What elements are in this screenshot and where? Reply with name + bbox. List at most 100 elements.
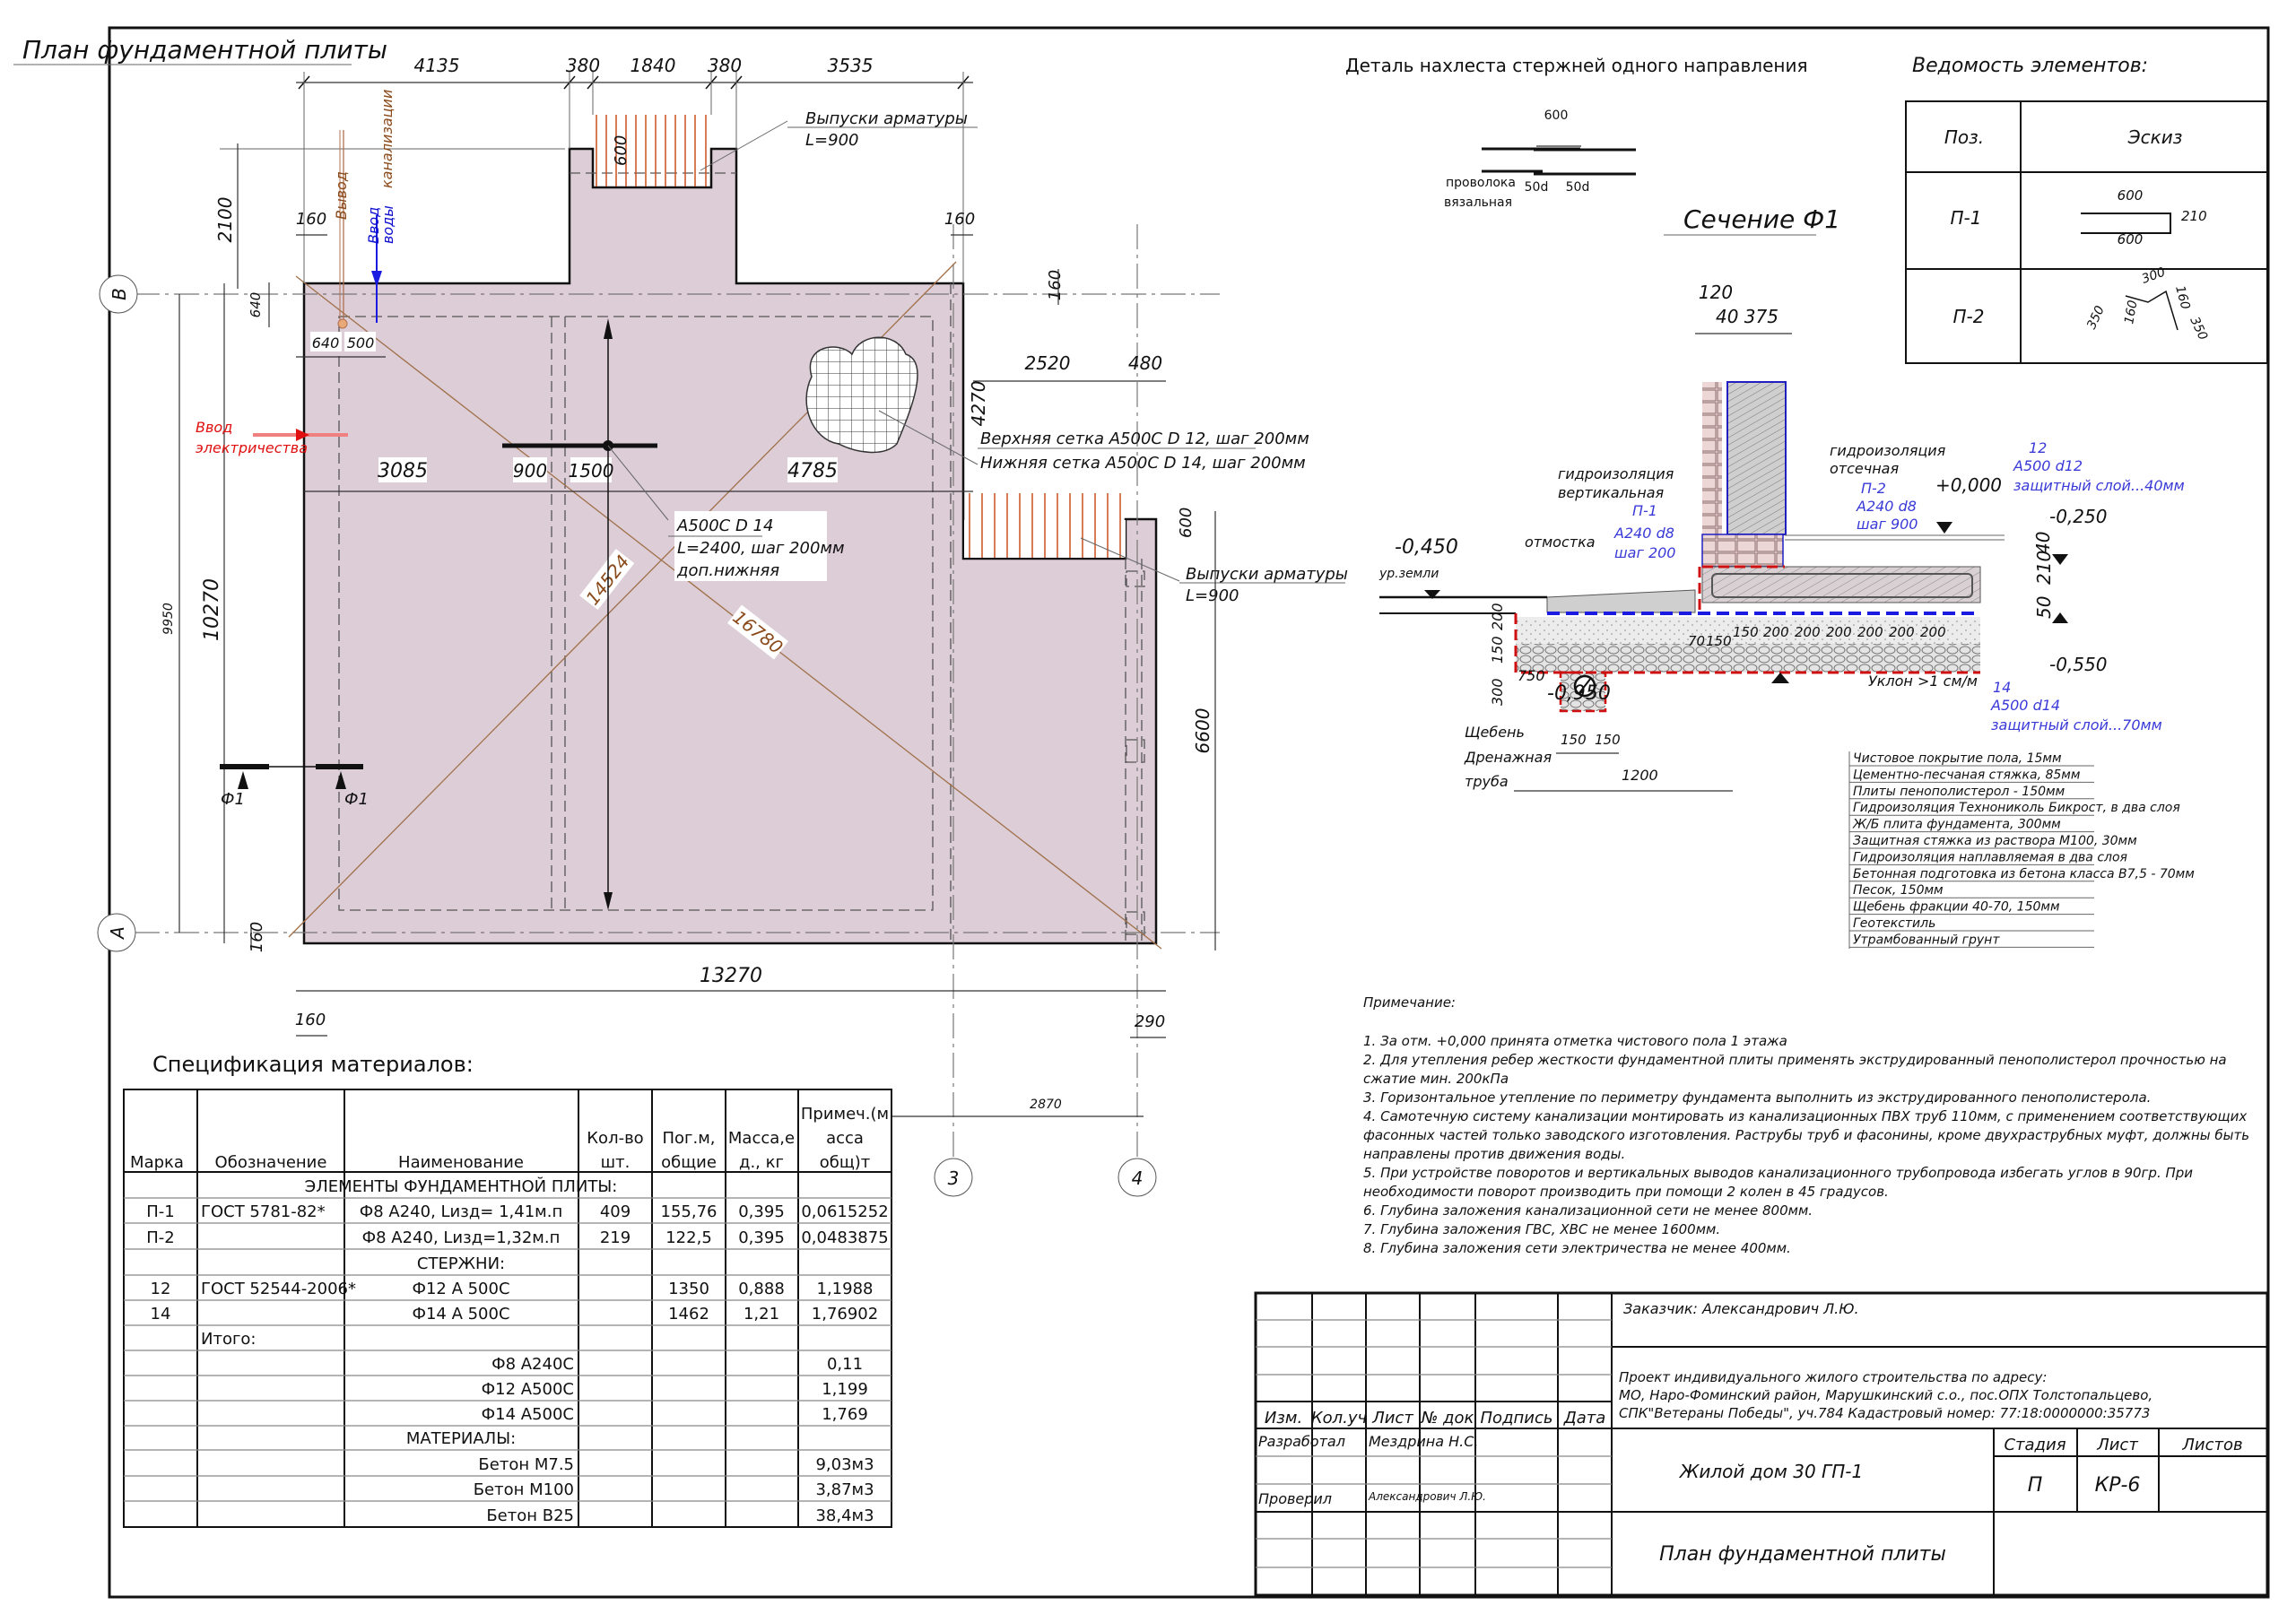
col-header-date: Дата <box>1563 1409 1606 1428</box>
spec-section-heading: МАТЕРИАЛЫ: <box>406 1429 516 1448</box>
checked-label: Проверил <box>1258 1490 1332 1507</box>
note-line: 6. Глубина заложения канализационной сет… <box>1363 1202 1813 1219</box>
dim-300: 300 <box>1489 678 1506 706</box>
dim-200: 200 <box>1489 603 1506 630</box>
spec-total: 0,11 <box>827 1355 863 1374</box>
spec-total: 9,03м3 <box>815 1455 874 1474</box>
p1-sketch-top: 600 <box>2118 187 2144 204</box>
spec-name: Ф14 А500С <box>482 1405 574 1424</box>
elements-title: Ведомость элементов: <box>1912 55 2148 77</box>
sewer-outlet-icon <box>337 318 348 329</box>
extra-rebar-length: L=2400, шаг 200мм <box>677 539 845 558</box>
dim-150-a: 150 <box>1561 732 1587 748</box>
spec-length: 1350 <box>668 1280 709 1298</box>
layer-item: Песок, 150мм <box>1853 883 1944 898</box>
otmostka-shape <box>1546 589 1696 613</box>
spec-code: ГОСТ 52544-2006* <box>201 1280 356 1298</box>
object-name: Жилой дом 30 ГП-1 <box>1678 1461 1863 1482</box>
spec-total: 1,769 <box>822 1405 868 1424</box>
level-minus-0450: -0,450 <box>1395 536 1458 559</box>
spec-name: Ф8 А240, Lизд=1,32м.п <box>362 1228 561 1247</box>
dim-160-bottom: 160 <box>295 1011 326 1029</box>
dim-160-right: 160 <box>1046 270 1065 300</box>
spec-table: Спецификация материалов: Марка Обозначен… <box>123 1052 892 1528</box>
spec-mass: 0,395 <box>738 1202 785 1221</box>
layer-item: Гидроизоляция наплавляемая в два слоя <box>1853 850 2127 864</box>
spec-total: 1,1988 <box>817 1280 874 1298</box>
col-header-list: Лист <box>1371 1409 1413 1428</box>
p1-sketch-bottom: 600 <box>2118 231 2144 247</box>
spec-name: Ф8 А240, Lизд= 1,41м.п <box>360 1202 562 1221</box>
developed-label: Разработал <box>1258 1433 1345 1450</box>
p2-rebar: А240 d8 <box>1856 498 1917 515</box>
bar14-cover: защитный слой...70мм <box>1991 716 2162 733</box>
sewer-label-2: канализации <box>378 90 396 188</box>
p1-rebar: А240 d8 <box>1613 525 1674 542</box>
spec-name: Бетон М7.5 <box>478 1455 574 1474</box>
p1-sketch-side: 210 <box>2181 208 2207 224</box>
dim-210: 210 <box>2033 551 2055 585</box>
axis-marker-b <box>99 274 138 314</box>
p2-sketch-b: 160 <box>2122 299 2140 325</box>
p2-sketch-d: 160 <box>2172 284 2192 311</box>
spec-section-heading: ЭЛЕМЕНТЫ ФУНДАМЕНТНОЙ ПЛИТЫ: <box>305 1176 618 1196</box>
wire-label: проволока <box>1446 176 1516 190</box>
layer-item: Ж/Б плита фундамента, 300мм <box>1852 818 2061 832</box>
dim-640-horizontal: 640 <box>312 334 340 352</box>
dim-750: 750 <box>1518 667 1545 684</box>
foundation-plan: План фундаментной плиты В А 3 4 14524 16… <box>13 35 1348 1197</box>
outlets-top-length: L=900 <box>805 131 858 150</box>
dim-top-380: 380 <box>566 55 600 76</box>
spec-name: Ф12 А500С <box>482 1380 574 1399</box>
dim-150: 150 <box>1489 636 1506 664</box>
section-mark-right: Ф1 <box>344 790 369 809</box>
spec-total: 0,0615252 <box>801 1202 888 1221</box>
section-f1: Сечение Ф1 120 40 375 -0,450 ур.земли от… <box>1378 204 2195 949</box>
address-line-1: Проект индивидуального жилого строительс… <box>1619 1369 2047 1385</box>
block-wall <box>1726 381 1787 535</box>
spec-header-qty: Кол-во <box>587 1129 643 1148</box>
rebar-outlets-top <box>596 115 707 187</box>
layer-item: Защитная стяжка из раствора М100, 30мм <box>1853 834 2137 848</box>
layer-item: Гидроизоляция Технониколь Бикрост, в два… <box>1853 801 2180 815</box>
lap-detail: Деталь нахлеста стержней одного направле… <box>1345 55 1808 210</box>
outlets-right-length: L=900 <box>1186 586 1239 605</box>
spec-name: Ф12 А 500С <box>412 1280 509 1298</box>
bottom-dim: 200 <box>1920 624 1946 640</box>
spec-total: 0,0483875 <box>801 1228 888 1247</box>
dim-2520: 2520 <box>1025 352 1071 374</box>
cut-waterproofing-label: гидроизоляция <box>1830 442 1946 459</box>
outlets-top-label: Выпуски арматуры <box>805 109 968 128</box>
spec-header-mark: Марка <box>130 1153 184 1172</box>
sewer-label: Вывод <box>333 171 350 220</box>
sheet-frame <box>108 26 2270 1599</box>
dim-900: 900 <box>513 460 547 482</box>
bar12-rebar: А500 d12 <box>2013 457 2083 474</box>
bottom-dim: 150 <box>1733 624 1759 640</box>
spec-header-len-2: общие <box>661 1153 717 1172</box>
spec-length: 155,76 <box>661 1202 718 1221</box>
spec-header-mass-2: д., кг <box>739 1153 784 1172</box>
pile-mark <box>1126 911 1145 935</box>
pile-mark <box>1126 739 1145 763</box>
layer-item: Утрамбованный грунт <box>1853 933 2000 947</box>
p2-label: П-2 <box>1861 480 1886 497</box>
section-cut-mark <box>220 764 363 789</box>
dim-480: 480 <box>1128 352 1162 374</box>
spec-mark: П-2 <box>146 1228 174 1247</box>
p2-step: шаг 900 <box>1857 516 1918 533</box>
water-arrow-icon <box>371 271 382 287</box>
dim-2870: 2870 <box>1030 1098 1062 1112</box>
spec-header-note-2: асса <box>826 1129 864 1148</box>
power-label-2: электричества <box>196 439 308 456</box>
note-line: 3. Горизонтальное утепление по периметру… <box>1363 1089 2151 1106</box>
note-line: фасонных частей только заводского изгото… <box>1363 1127 2249 1143</box>
rebar-outlets-right <box>969 493 1121 558</box>
diagonal-line <box>295 275 1162 950</box>
spec-header-mass: Масса,е <box>728 1129 795 1148</box>
spec-header-len: Пог.м, <box>662 1129 715 1148</box>
drawing-name: План фундаментной плиты <box>1659 1543 1946 1566</box>
spec-name: Ф14 А 500С <box>412 1305 509 1324</box>
power-arrow-icon <box>296 429 309 441</box>
vertical-waterproofing-label-2: вертикальная <box>1558 484 1665 501</box>
